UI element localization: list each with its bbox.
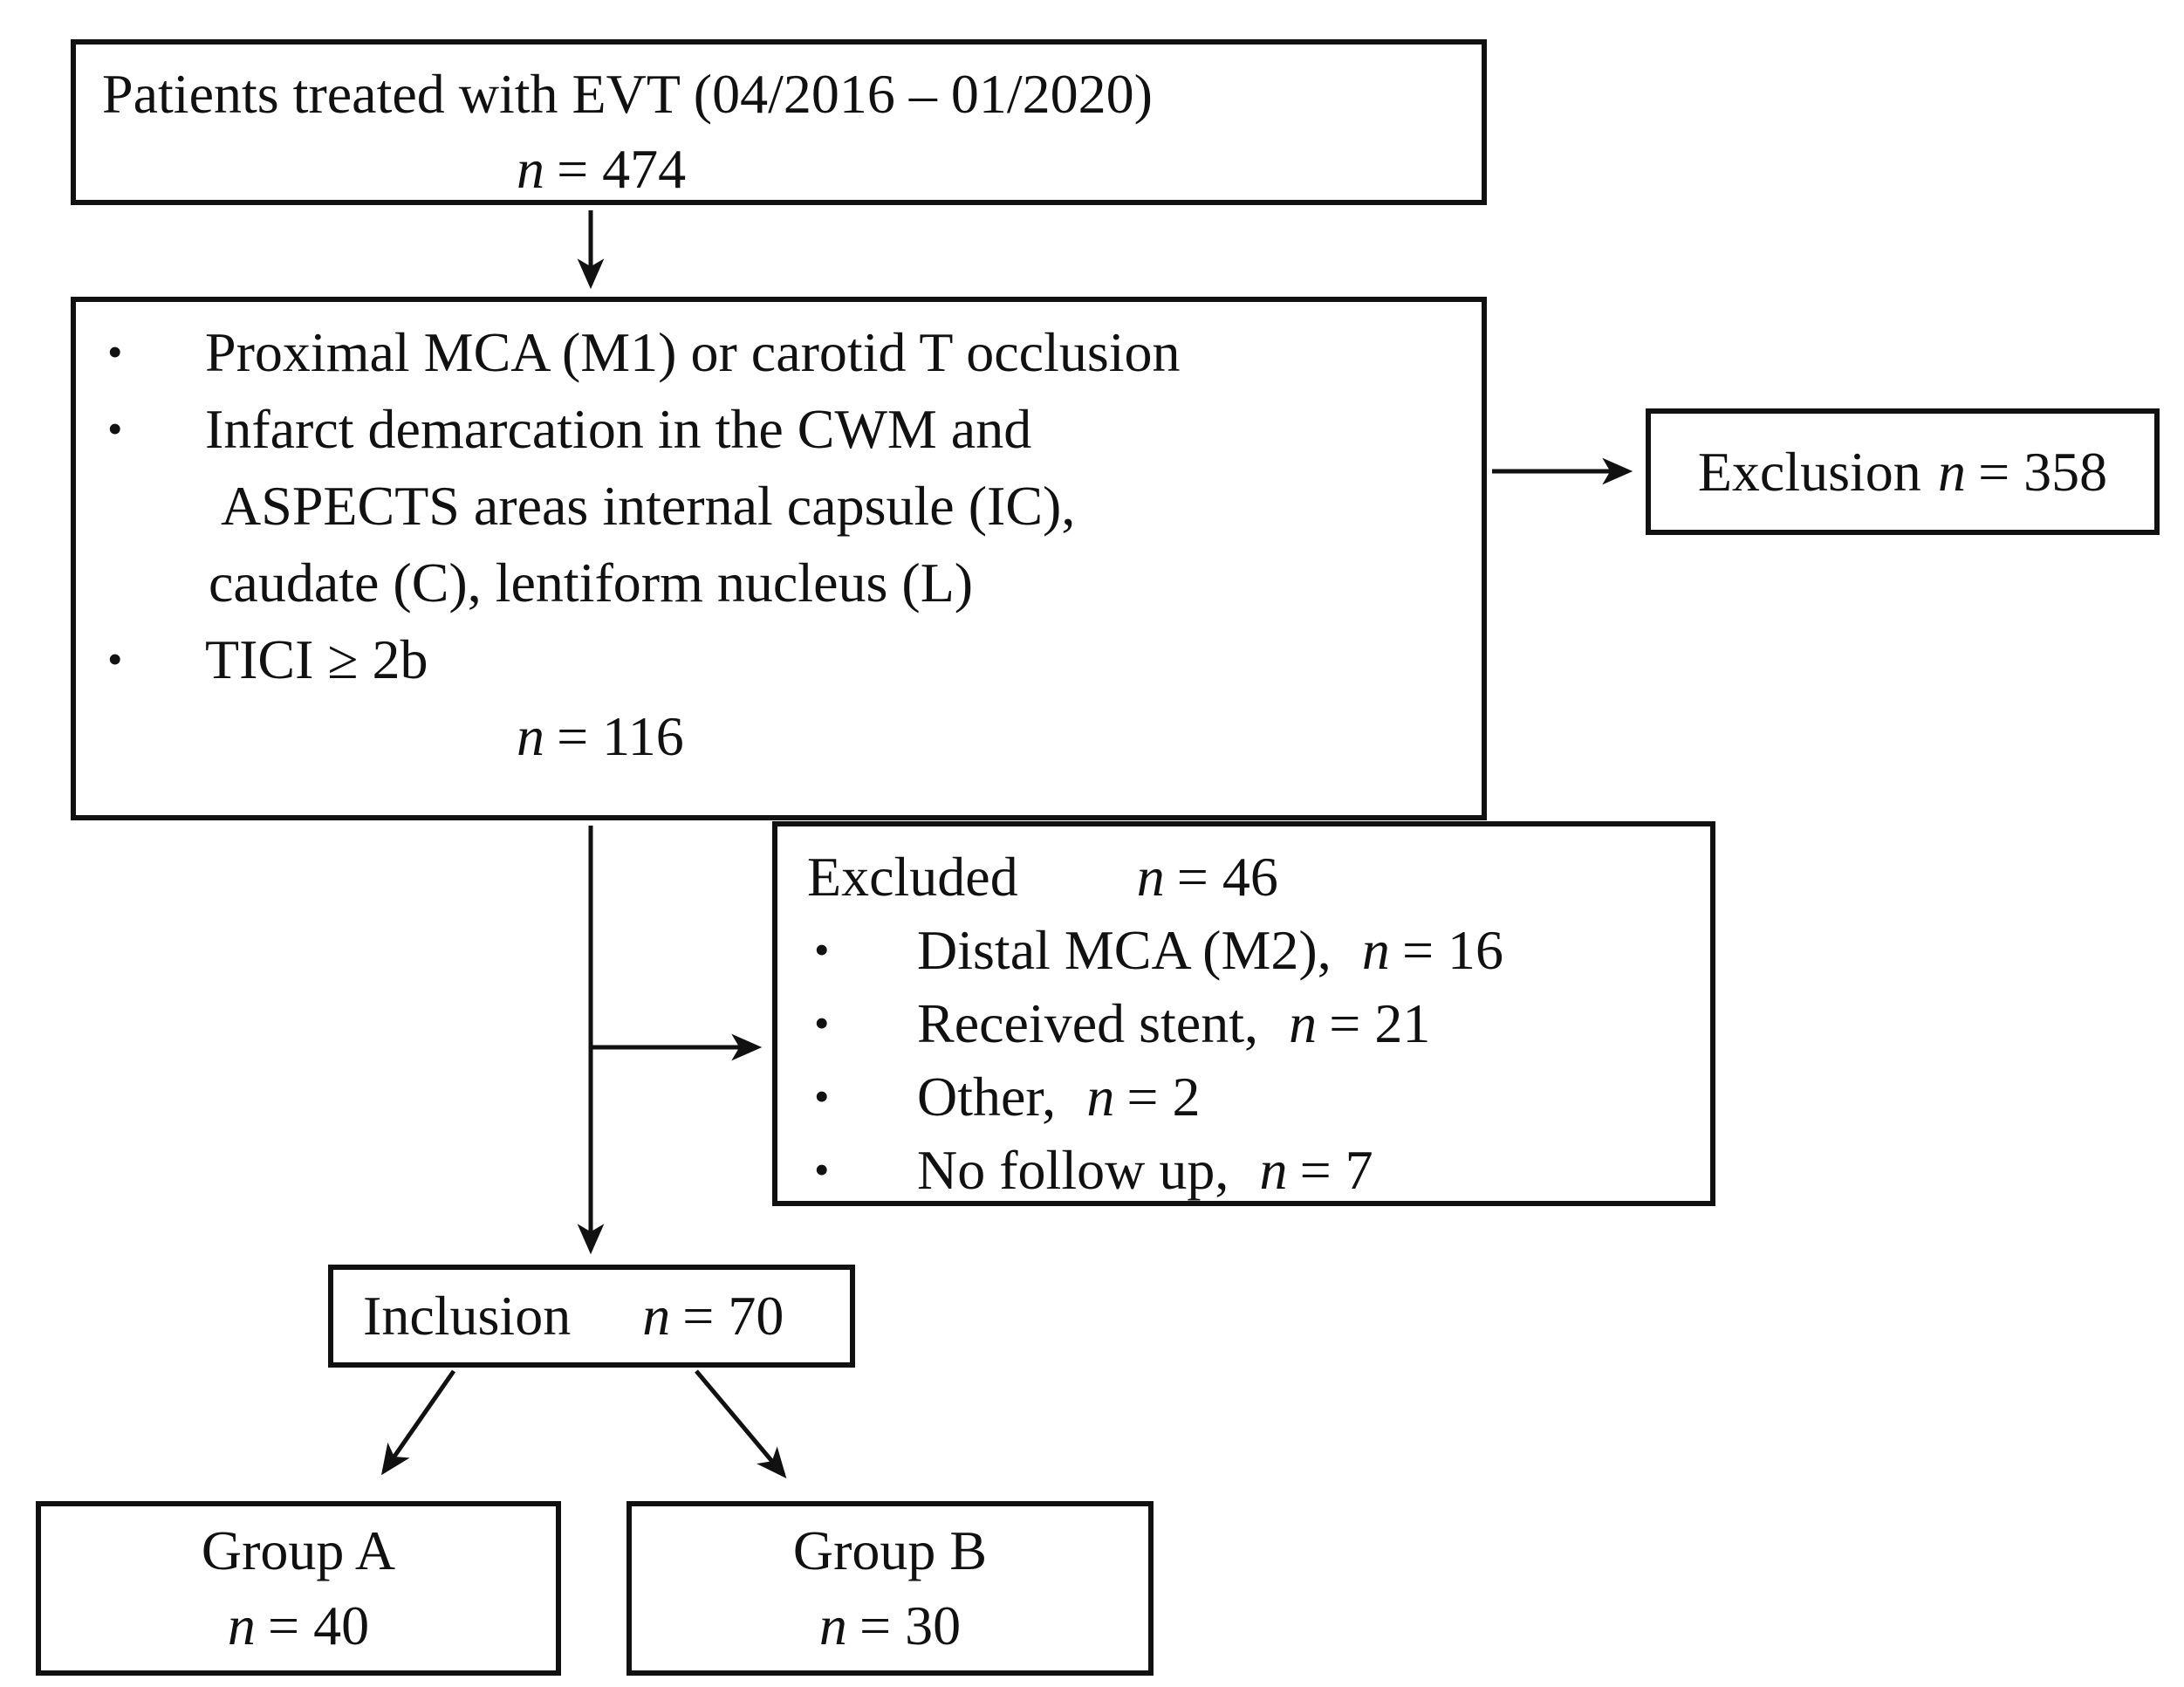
excluded-item: • No follow up, n= 7 [777,1134,1710,1207]
criteria-bullet-2-cont-1-text: ASPECTS areas internal capsule (IC), [221,475,1076,537]
excluded-item: • Received stent, n= 21 [777,987,1710,1060]
excluded-header-label: Excluded [807,846,1018,908]
criteria-bullet-2-cont-2-text: caudate (C), lentiform nucleus (L) [209,552,974,614]
excluded-item-text: Other, [917,1066,1057,1128]
exclusion-n-var: n [1937,440,1966,503]
inclusion-n-var: n [642,1285,671,1347]
inclusion-box: Inclusion n= 70 [328,1265,855,1368]
group-b-n: n= 30 [819,1588,961,1663]
evt-box: Patients treated with EVT (04/2016 – 01/… [71,39,1487,205]
excluded-header: Excluded n= 46 [777,840,1710,914]
inclusion-label: Inclusion [363,1285,572,1347]
excluded-item-n-var: n [1289,992,1318,1054]
bullet-icon: • [107,405,123,453]
excluded-item-n-value: = 16 [1401,919,1504,981]
excluded-item-text: No follow up, [917,1139,1229,1201]
criteria-bullet-3-text: TICI ≥ 2b [205,628,428,690]
criteria-bullet-3: • TICI ≥ 2b [76,621,1482,698]
group-a-box: Group A n= 40 [36,1501,561,1676]
evt-n-value: = 474 [557,138,687,200]
group-b-box: Group B n= 30 [626,1501,1154,1676]
excluded-item-n-var: n [1259,1139,1288,1201]
excluded-item-text: Distal MCA (M2), [917,919,1332,981]
excluded-item-n-var: n [1361,919,1390,981]
bullet-icon: • [107,635,123,683]
group-a-n-var: n [227,1594,256,1656]
group-a-n-value: = 40 [267,1594,370,1656]
criteria-bullet-2-cont-2: caudate (C), lentiform nucleus (L) [76,545,1482,621]
criteria-bullet-1-text: Proximal MCA (M1) or carotid T occlusion [205,321,1181,383]
evt-n: n= 474 [76,132,1482,207]
excluded-item-n-value: = 21 [1329,992,1431,1054]
evt-title: Patients treated with EVT (04/2016 – 01/… [102,63,1153,125]
bullet-icon: • [814,926,830,974]
excluded-item: • Distal MCA (M2), n= 16 [777,914,1710,987]
arrow-inclusion-to-group-a [381,1369,456,1476]
excluded-item-n-value: = 7 [1299,1139,1373,1201]
criteria-box: • Proximal MCA (M1) or carotid T occlusi… [71,297,1487,820]
bullet-icon: • [814,999,830,1047]
exclusion-label: Exclusion [1697,440,1921,503]
excluded-n-var: n [1136,846,1165,908]
bullet-icon: • [107,328,123,376]
excluded-box: Excluded n= 46 • Distal MCA (M2), n= 16 … [772,821,1715,1206]
exclusion-n-value: = 358 [1978,440,2108,503]
criteria-n-var: n [517,705,544,767]
criteria-bullet-2-text: Infarct demarcation in the CWM and [205,398,1032,460]
criteria-bullet-2-cont-1: ASPECTS areas internal capsule (IC), [76,468,1482,545]
excluded-item: • Other, n= 2 [777,1060,1710,1134]
excluded-n-value: = 46 [1176,846,1278,908]
arrow-inclusion-to-group-b [695,1369,787,1479]
evt-n-var: n [517,138,544,200]
excluded-item-n-value: = 2 [1126,1066,1201,1128]
criteria-bullet-2: • Infarct demarcation in the CWM and [76,391,1482,468]
bullet-icon: • [814,1146,830,1194]
criteria-n-value: = 116 [557,705,684,767]
exclusion-box: Exclusion n= 358 [1646,408,2160,535]
group-b-n-var: n [818,1594,847,1656]
excluded-item-n-var: n [1086,1066,1115,1128]
inclusion-n-value: = 70 [682,1285,784,1347]
bullet-icon: • [814,1073,830,1121]
criteria-bullet-1: • Proximal MCA (M1) or carotid T occlusi… [76,314,1482,391]
group-a-n: n= 40 [228,1588,369,1663]
group-b-label: Group B [792,1519,988,1581]
criteria-n: n= 116 [76,698,1482,775]
group-b-n-value: = 30 [859,1594,962,1656]
group-a-label: Group A [201,1519,396,1581]
excluded-item-text: Received stent, [917,992,1258,1054]
